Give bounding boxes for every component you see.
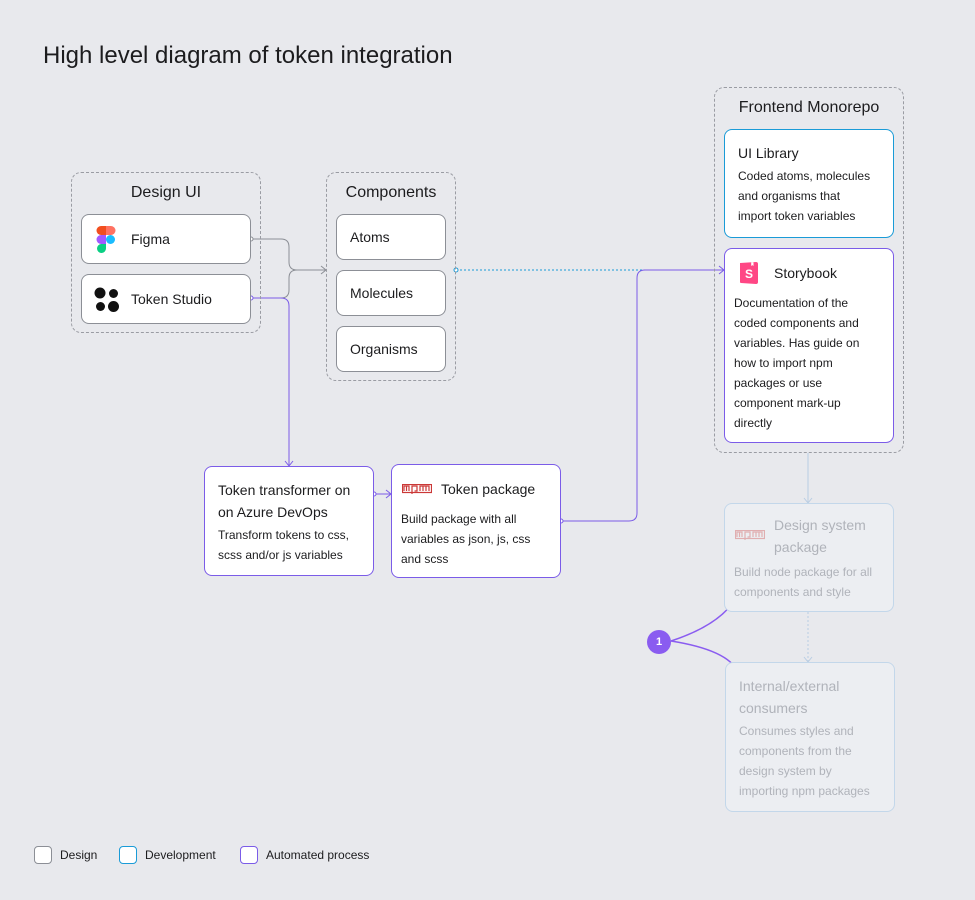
legend-label-development: Development bbox=[145, 848, 216, 862]
storybook-desc-1: Documentation of the bbox=[734, 296, 849, 310]
legend-swatch-development bbox=[119, 846, 137, 864]
consumers-title-1: Internal/external bbox=[739, 678, 840, 694]
connector-package-storybook bbox=[561, 269, 724, 522]
figma-icon bbox=[96, 226, 116, 253]
organisms-card[interactable]: Organisms bbox=[336, 326, 446, 372]
storybook-desc-4: how to import npm bbox=[734, 356, 833, 370]
legend-label-design: Design bbox=[60, 848, 98, 862]
transformer-desc-2: scss and/or js variables bbox=[218, 548, 343, 562]
atoms-label: Atoms bbox=[350, 229, 390, 245]
svg-text:S: S bbox=[745, 267, 753, 281]
storybook-icon: S bbox=[740, 262, 758, 284]
consumers-card[interactable]: Internal/external consumers Consumes sty… bbox=[725, 662, 895, 812]
molecules-card[interactable]: Molecules bbox=[336, 270, 446, 316]
token-studio-label: Token Studio bbox=[131, 291, 212, 307]
ui-library-card[interactable]: UI Library Coded atoms, molecules and or… bbox=[724, 129, 894, 238]
token-studio-icon bbox=[94, 287, 119, 312]
organisms-label: Organisms bbox=[350, 341, 418, 357]
token-package-desc-1: Build package with all bbox=[401, 512, 517, 526]
design-ui-group: Design UI bbox=[71, 172, 261, 333]
figma-card[interactable]: Figma bbox=[81, 214, 251, 264]
token-transformer-card[interactable]: Token transformer on on Azure DevOps Tra… bbox=[204, 466, 374, 576]
frontend-monorepo-title: Frontend Monorepo bbox=[738, 99, 880, 116]
storybook-desc-3: variables. Has guide on bbox=[734, 336, 860, 350]
legend-swatch-automated bbox=[240, 846, 258, 864]
ui-library-desc-2: and organisms that bbox=[738, 189, 841, 203]
molecules-label: Molecules bbox=[350, 285, 414, 301]
ui-library-desc-1: Coded atoms, molecules bbox=[738, 169, 871, 183]
legend-label-automated: Automated process bbox=[266, 848, 370, 862]
legend-swatch-design bbox=[34, 846, 52, 864]
storybook-title: Storybook bbox=[774, 265, 838, 281]
design-ui-title: Design UI bbox=[130, 184, 202, 201]
transformer-desc-1: Transform tokens to css, bbox=[218, 528, 349, 542]
figma-label: Figma bbox=[131, 231, 170, 247]
consumers-desc-4: importing npm packages bbox=[739, 784, 870, 798]
token-studio-card[interactable]: Token Studio bbox=[81, 274, 251, 324]
token-package-desc-2: variables as json, js, css bbox=[401, 532, 531, 546]
page-title: High level diagram of token integration bbox=[43, 42, 453, 69]
dspackage-desc-2: components and style bbox=[734, 585, 851, 599]
storybook-desc-5: packages or use bbox=[734, 376, 823, 390]
storybook-card[interactable]: S Storybook Documentation of the coded c… bbox=[724, 248, 894, 443]
design-system-package-card[interactable]: Design system package Build node package… bbox=[724, 503, 894, 612]
ui-library-desc-3: import token variables bbox=[738, 209, 856, 223]
consumers-title-2: consumers bbox=[739, 700, 808, 716]
transformer-title-2: on Azure DevOps bbox=[218, 504, 328, 520]
frontend-monorepo-group: Frontend Monorepo bbox=[714, 87, 904, 453]
consumers-desc-3: design system by bbox=[739, 764, 832, 778]
components-group: Components bbox=[326, 172, 456, 381]
atoms-card[interactable]: Atoms bbox=[336, 214, 446, 260]
storybook-desc-7: directly bbox=[734, 416, 773, 430]
npm-icon bbox=[735, 530, 765, 540]
consumers-desc-2: components from the bbox=[739, 744, 852, 758]
token-package-title: Token package bbox=[441, 481, 536, 497]
consumers-desc-1: Consumes styles and bbox=[739, 724, 854, 738]
storybook-desc-6: component mark-up bbox=[734, 396, 841, 410]
annotation-badge[interactable]: 1 bbox=[647, 630, 671, 654]
token-package-card[interactable]: Token package Build package with all var… bbox=[391, 464, 561, 578]
dspackage-desc-1: Build node package for all bbox=[734, 565, 873, 579]
token-package-desc-3: and scss bbox=[401, 552, 449, 566]
npm-icon bbox=[402, 484, 432, 494]
components-title: Components bbox=[345, 184, 437, 201]
connector-figma-components bbox=[251, 238, 326, 271]
dspackage-title-1: Design system bbox=[774, 517, 866, 533]
storybook-desc-2: coded components and bbox=[734, 316, 859, 330]
ui-library-title: UI Library bbox=[738, 145, 799, 161]
dspackage-title-2: package bbox=[774, 539, 827, 555]
transformer-title-1: Token transformer on bbox=[218, 482, 351, 498]
